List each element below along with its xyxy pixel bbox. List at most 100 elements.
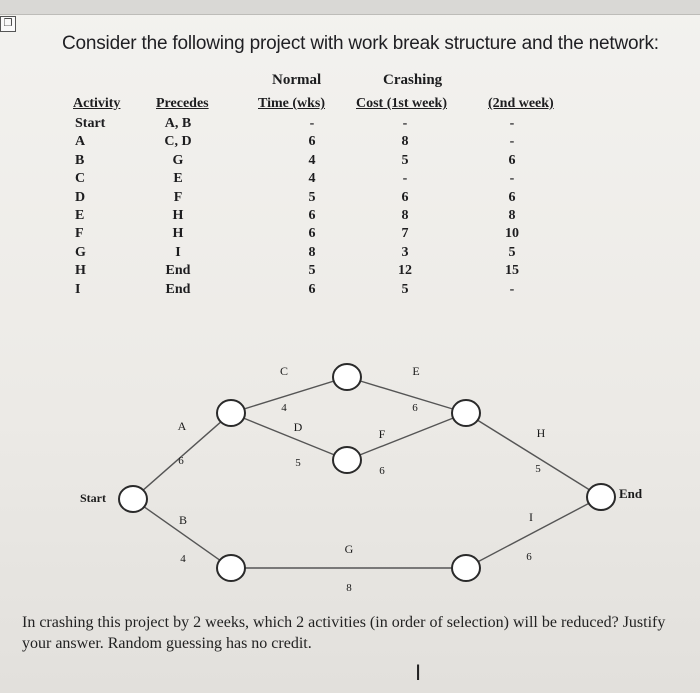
cell-cost-2nd: 8: [508, 208, 516, 223]
cell-cost-1st: 8: [401, 208, 409, 223]
activity-edge: [242, 417, 336, 456]
activity-edge-name: F: [379, 427, 386, 441]
network-node-end: [586, 483, 616, 511]
col-header-cost-1st: Cost (1st week): [356, 96, 447, 111]
activity-edge-name: B: [179, 513, 187, 527]
cell-activity: G: [75, 244, 86, 260]
crashing-group-header: Crashing: [383, 72, 443, 88]
cell-activity: F: [75, 226, 84, 242]
activity-edge-time: 6: [526, 551, 532, 563]
activity-edge-name: C: [280, 364, 288, 378]
cell-cost-2nd: 15: [505, 263, 519, 279]
activity-edge: [358, 417, 455, 456]
cell-precedes: End: [165, 263, 191, 279]
network-node-n6: [451, 554, 481, 582]
activity-edge-name: A: [178, 419, 187, 433]
col-header-precedes: Precedes: [156, 96, 209, 111]
cell-cost-2nd: -: [509, 134, 515, 150]
cell-cost-1st: 8: [401, 134, 409, 150]
cell-time: 4: [308, 171, 316, 187]
cell-precedes: C, D: [164, 134, 192, 150]
cell-cost-1st: 7: [401, 226, 409, 242]
activity-edge-name: D: [294, 420, 303, 434]
start-node-label: Start: [80, 491, 106, 505]
activity-edge-name: H: [537, 426, 546, 440]
network-node-n4: [451, 399, 481, 427]
cell-cost-1st: 12: [398, 263, 412, 279]
cell-activity: I: [75, 281, 81, 297]
cell-time: 6: [308, 281, 316, 297]
network-node-n1: [216, 399, 246, 427]
normal-group-header: Normal: [272, 72, 322, 88]
cell-cost-2nd: -: [509, 171, 515, 187]
text-cursor-icon: I: [415, 660, 422, 685]
cell-cost-1st: 6: [401, 189, 409, 205]
cell-time: 6: [308, 226, 316, 242]
activity-edge: [359, 380, 454, 410]
cell-activity: D: [75, 189, 86, 205]
cell-activity: H: [75, 263, 86, 279]
end-node-label: End: [619, 486, 643, 501]
cell-cost-1st: -: [402, 116, 408, 131]
network-node-n2: [332, 363, 362, 391]
cell-precedes: A, B: [164, 116, 192, 131]
cell-cost-2nd: 6: [508, 189, 516, 205]
window-top-bar: [0, 0, 700, 15]
question-heading: Consider the following project with work…: [62, 33, 659, 54]
col-header-cost-2nd: (2nd week): [488, 96, 554, 111]
activity-edge-name: I: [529, 510, 533, 524]
cell-cost-1st: 5: [401, 152, 409, 168]
network-node-n5: [216, 554, 246, 582]
cell-time: 8: [308, 244, 316, 260]
activity-edge-time: 5: [295, 457, 301, 469]
cell-precedes: F: [173, 189, 183, 205]
corner-icon[interactable]: ❒: [0, 16, 16, 32]
activity-edge: [142, 421, 222, 491]
cell-activity: B: [75, 152, 85, 168]
activity-edge-time: 6: [412, 402, 418, 414]
col-header-time: Time (wks): [258, 96, 326, 111]
network-node-n3: [332, 446, 362, 474]
cell-precedes: G: [172, 152, 184, 168]
activity-edge: [143, 505, 221, 562]
cell-cost-1st: 3: [401, 244, 409, 260]
col-header-activity: Activity: [73, 96, 121, 111]
activity-edge-time: 4: [281, 402, 287, 414]
cell-activity: Start: [75, 116, 106, 131]
activity-edge-name: E: [412, 364, 419, 378]
activity-edge-time: 5: [535, 463, 541, 475]
activity-edge-time: 4: [180, 553, 186, 565]
cell-activity: C: [75, 171, 86, 187]
cell-precedes: E: [173, 171, 183, 187]
question-text: In crashing this project by 2 weeks, whi…: [22, 614, 666, 652]
cell-time: -: [309, 116, 315, 131]
activity-edge: [243, 380, 335, 410]
cell-cost-2nd: -: [509, 116, 515, 131]
cell-time: 5: [308, 189, 316, 205]
activity-edge-time: 8: [346, 582, 352, 594]
activity-edge: [476, 419, 591, 491]
cell-precedes: End: [165, 281, 191, 297]
cell-cost-1st: 5: [401, 281, 409, 297]
cell-precedes: H: [172, 226, 184, 242]
cell-precedes: I: [175, 244, 181, 260]
cell-activity: E: [75, 208, 85, 223]
activity-edge-time: 6: [178, 455, 184, 467]
cell-cost-2nd: -: [509, 281, 515, 297]
cell-time: 6: [308, 208, 316, 223]
cell-cost-1st: -: [402, 171, 408, 187]
cell-activity: A: [75, 134, 86, 150]
activity-edge: [477, 502, 590, 563]
cell-time: 4: [308, 152, 316, 168]
cell-precedes: H: [172, 208, 184, 223]
cell-cost-2nd: 10: [505, 226, 519, 242]
network-node-start: [118, 485, 148, 513]
activity-edge-time: 6: [379, 465, 385, 477]
activity-edge-name: G: [345, 542, 354, 556]
cell-time: 6: [308, 134, 316, 150]
cell-cost-2nd: 5: [508, 244, 516, 260]
cell-time: 5: [308, 263, 316, 279]
cell-cost-2nd: 6: [508, 152, 516, 168]
